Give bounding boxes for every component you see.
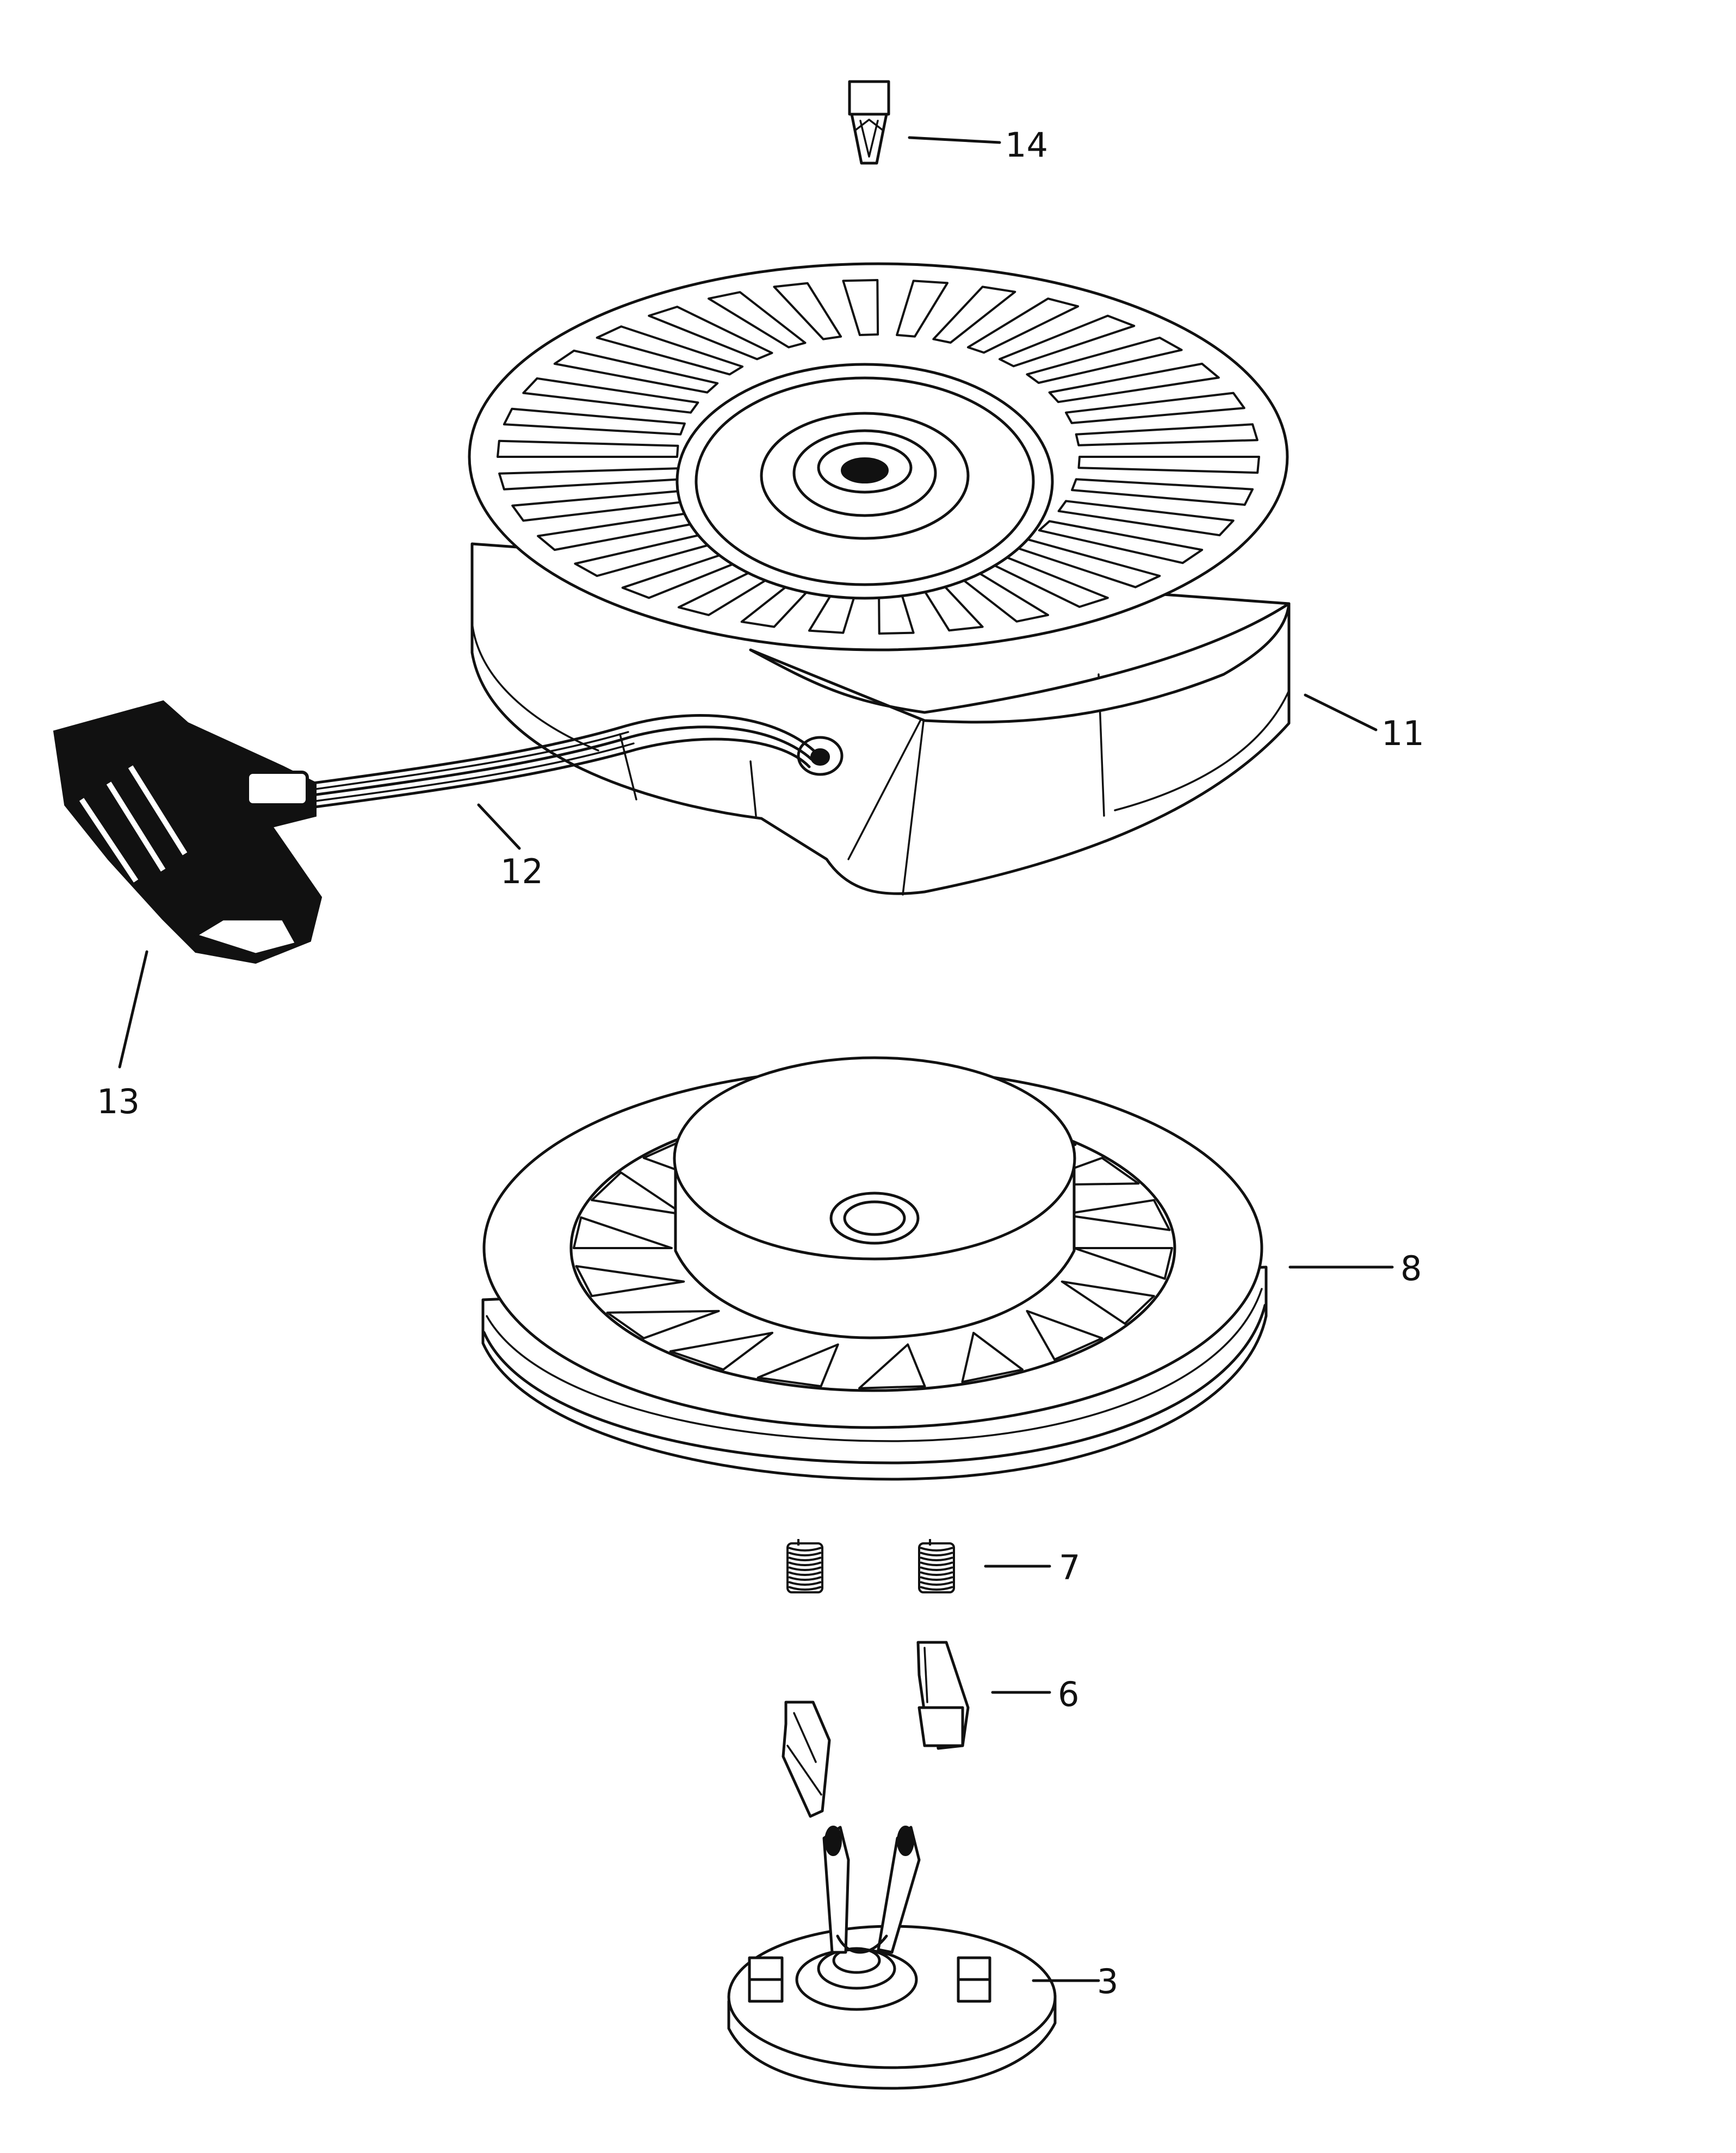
housing-slot [1071,478,1254,506]
housing-slot [1026,337,1183,384]
housing-slot [1065,392,1245,424]
pulley-vane [669,1331,773,1371]
housing-slot [708,291,807,349]
pulley-vane [757,1343,839,1388]
housing-slot [999,314,1136,368]
pulley-vane [1073,1247,1173,1280]
callout-8: 8 [1400,1249,1422,1288]
retainer-part [727,1826,1057,2090]
starter-handle-part [53,700,323,964]
housing-slot [497,439,679,458]
pulley-vane [606,1310,720,1339]
housing-slot [1038,520,1204,564]
retaining-pin-part [848,80,890,165]
callout-6: 6 [1058,1674,1080,1714]
housing-slot [1057,500,1235,537]
pulley-vane [591,1171,685,1216]
callout-7: 7 [1059,1548,1081,1587]
housing-slot [896,280,948,338]
housing-slot [1077,456,1260,474]
leader-line-11 [1304,693,1378,731]
leader-line-14 [908,136,1001,144]
pulley-vane [575,1265,685,1298]
callout-3: 3 [1097,1962,1119,2001]
pawl-part-left [782,1701,831,1818]
housing-slot [1048,362,1220,404]
callout-11: 11 [1381,713,1424,753]
leader-line-13 [118,950,148,1069]
housing-slot [522,377,699,414]
pulley-part [481,1056,1268,1481]
callout-13: 13 [97,1082,140,1121]
housing-slot [966,297,1080,354]
pulley-vane [858,1343,926,1389]
spring-part-right [918,1539,955,1593]
housing-slot [503,407,686,436]
callout-12: 12 [500,852,543,891]
housing-slot [1075,423,1258,446]
callout-14: 14 [1005,125,1048,165]
housing-slot [773,282,842,340]
housing-slot [648,306,773,361]
starter-rope-part [311,714,815,809]
pulley-vane [1061,1280,1155,1325]
housing-slot [842,279,879,336]
pawl-part-right [916,1641,970,1750]
housing-slot [596,325,744,376]
leader-line-12 [477,803,521,850]
starter-housing-part [468,262,1291,896]
pulley-vane [573,1216,673,1249]
pulley-vane [1026,1310,1103,1361]
pulley-vane [1061,1199,1171,1231]
housing-slot [553,349,719,394]
pulley-vane [961,1331,1024,1383]
spring-part-left [786,1539,823,1593]
housing-slot [932,286,1016,344]
